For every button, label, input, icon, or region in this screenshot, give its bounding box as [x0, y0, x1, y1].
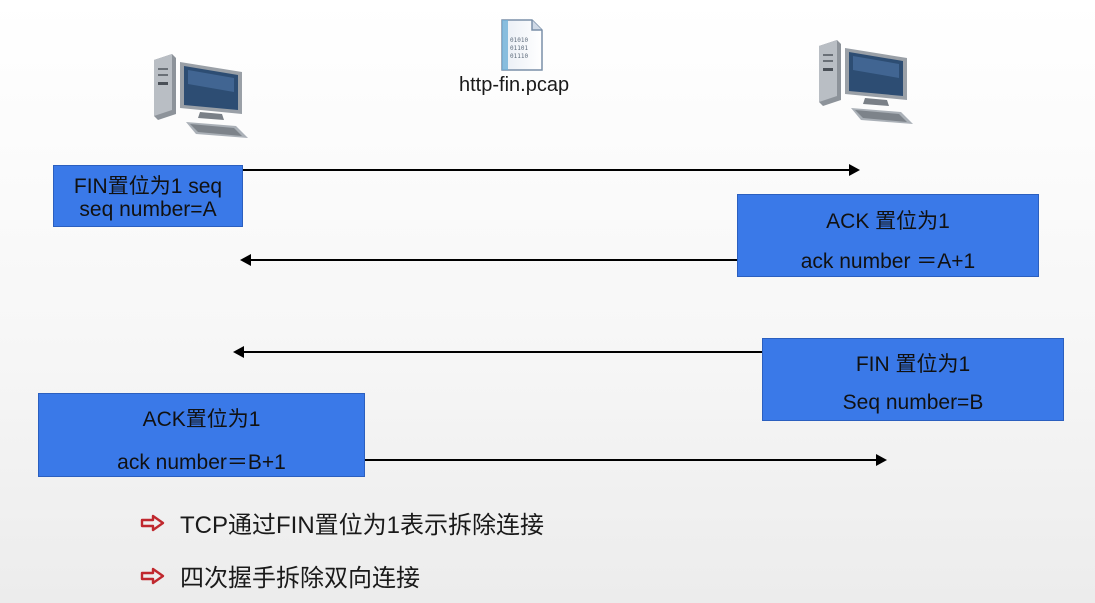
- message-line-1: FIN置位为1 seq: [73, 175, 223, 198]
- arrow-right-icon: [140, 514, 165, 531]
- right-computer-icon: [819, 40, 913, 124]
- arrow-right-icon: [140, 567, 165, 584]
- svg-text:01101: 01101: [510, 45, 528, 52]
- bullet-item: TCP通过FIN置位为1表示拆除连接: [140, 505, 544, 540]
- arrow-fin-to-client: [233, 346, 762, 358]
- bullet-item: 四次握手拆除双向连接: [140, 558, 420, 593]
- fin-message-box-server: FIN 置位为1 Seq number=B: [762, 338, 1064, 421]
- ack-message-box-client: ACK置位为1 ack number＝B+1: [38, 393, 365, 477]
- ack-message-box-server: ACK 置位为1 ack number ＝A+1: [737, 194, 1039, 277]
- left-computer-icon: [154, 54, 248, 138]
- bullet-text: TCP通过FIN置位为1表示拆除连接: [180, 512, 545, 539]
- pcap-file-icon: 01010 01101 01110: [501, 19, 543, 71]
- message-line-1: ACK 置位为1: [826, 210, 950, 233]
- message-line-2: Seq number=B: [842, 391, 984, 414]
- message-line-1: FIN 置位为1: [855, 353, 971, 376]
- bullet-text: 四次握手拆除双向连接: [180, 565, 420, 592]
- message-line-2: ack number＝B+1: [117, 451, 286, 474]
- file-name-label: http-fin.pcap: [459, 74, 570, 96]
- arrow-fin-to-server: [243, 164, 860, 176]
- message-line-2: seq number=A: [79, 198, 217, 221]
- arrow-ack-to-server: [365, 454, 887, 466]
- pcap-file[interactable]: 01010 01101 01110 http-fin.pcap: [459, 18, 589, 98]
- arrow-ack-to-client: [240, 254, 737, 266]
- svg-text:01010: 01010: [510, 37, 528, 44]
- fin-message-box-client: FIN置位为1 seq seq number=A: [53, 165, 243, 227]
- message-line-2: ack number ＝A+1: [800, 250, 976, 273]
- svg-text:01110: 01110: [510, 53, 528, 60]
- message-line-1: ACK置位为1: [142, 408, 261, 431]
